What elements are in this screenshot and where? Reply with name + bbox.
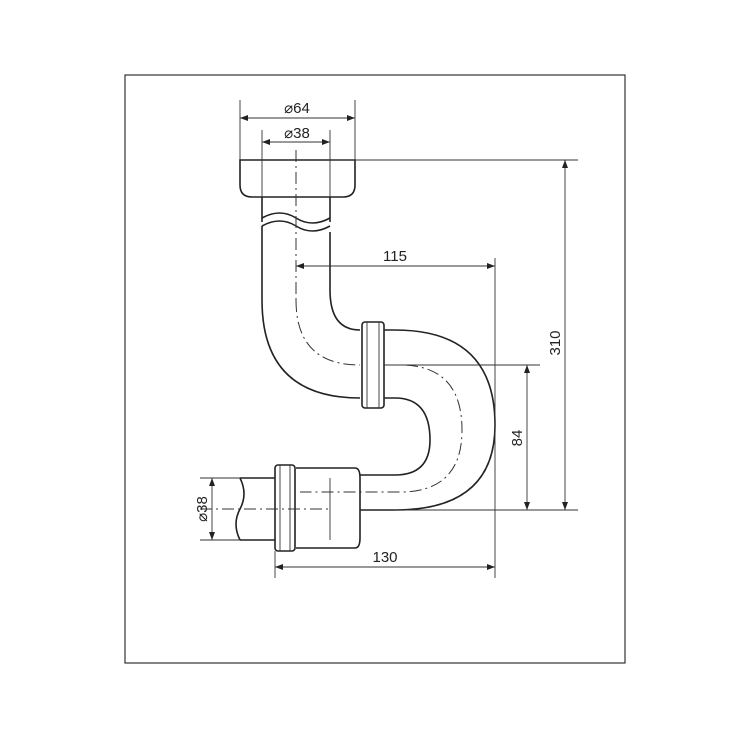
bottom-nut <box>274 464 296 552</box>
middle-nut <box>361 321 385 409</box>
horizontal-offset-label: 115 <box>383 248 407 265</box>
outlet-diameter-label: ⌀38 <box>194 496 211 522</box>
flange-diameter-label: ⌀64 <box>284 100 310 117</box>
s-trap-pipe <box>200 150 496 552</box>
inlet-diameter-label: ⌀38 <box>284 125 310 142</box>
outlet-length-label: 130 <box>372 549 397 566</box>
drawing-frame <box>124 74 626 664</box>
top-flange <box>239 159 356 198</box>
trap-height-label: 84 <box>509 430 526 447</box>
total-height-label: 310 <box>547 330 564 355</box>
dimension-lines: ⌀64 ⌀38 310 84 115 130 ⌀38 <box>194 100 578 578</box>
